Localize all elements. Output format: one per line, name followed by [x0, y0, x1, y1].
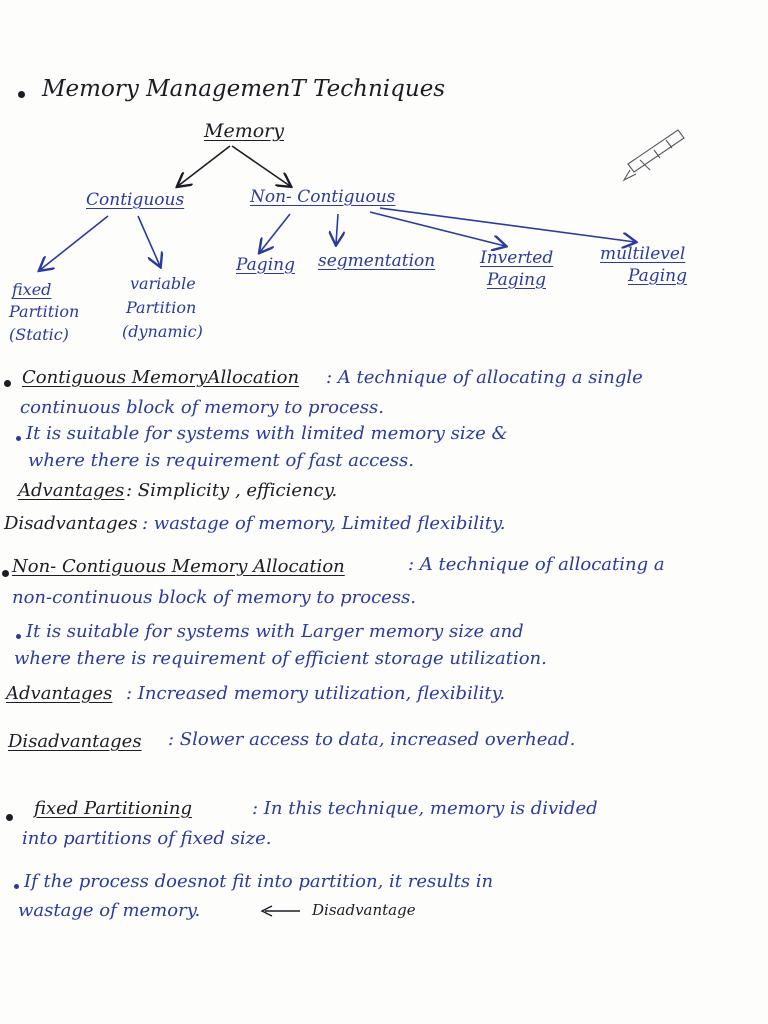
tree-node-fixed-2: Partition	[9, 302, 80, 321]
fixed-point-1: If the process doesnot fit into partitio…	[24, 871, 494, 892]
non-contiguous-advantages-text: : Increased memory utilization, flexibil…	[126, 683, 506, 704]
fixed-point-bullet	[14, 884, 19, 889]
tree-node-variable-3: (dynamic)	[122, 322, 203, 341]
fixed-point-2: wastage of memory.	[18, 900, 201, 921]
contiguous-point-bullet	[16, 436, 21, 441]
contiguous-advantages-text: : Simplicity , efficiency.	[126, 480, 338, 501]
fixed-definition-2: into partitions of fixed size.	[22, 828, 272, 849]
contiguous-heading: Contiguous MemoryAllocation	[22, 367, 300, 388]
page-title: Memory ManagemenT Techniques	[42, 76, 446, 102]
tree-node-multilevel-1: multilevel	[600, 244, 686, 264]
tree-node-non-contiguous: Non- Contiguous	[250, 187, 396, 207]
contiguous-definition-1: : A technique of allocating a single	[326, 367, 643, 388]
tree-node-paging: Paging	[236, 255, 295, 275]
contiguous-disadvantages-label: Disadvantages	[4, 513, 138, 534]
contiguous-definition-2: continuous block of memory to process.	[20, 397, 384, 418]
non-contiguous-point-bullet	[16, 634, 21, 639]
contiguous-bullet	[4, 380, 11, 387]
non-contiguous-heading: Non- Contiguous Memory Allocation	[12, 556, 345, 577]
non-contiguous-definition-2: non-continuous block of memory to proces…	[12, 587, 417, 608]
non-contiguous-disadvantages-label: Disadvantages	[8, 731, 142, 752]
arrow-contig-variable	[137, 215, 160, 266]
tree-node-multilevel-2: Paging	[628, 266, 687, 286]
arrow-noncontig-inverted	[369, 211, 505, 246]
tree-node-inverted-2: Paging	[487, 270, 546, 290]
tree-root-memory: Memory	[204, 120, 284, 142]
arrow-memory-noncontiguous	[231, 145, 290, 186]
fixed-side-note: Disadvantage	[312, 901, 416, 919]
arrow-noncontig-multilevel	[379, 207, 635, 242]
arrow-noncontig-segmentation	[336, 213, 338, 244]
title-bullet	[18, 91, 25, 98]
tree-node-contiguous: Contiguous	[86, 190, 185, 210]
arrow-contig-fixed	[40, 215, 109, 270]
non-contiguous-advantages-label: Advantages	[6, 683, 113, 704]
tree-node-variable-1: variable	[130, 274, 196, 293]
arrow-memory-contiguous	[178, 145, 231, 186]
tree-node-fixed-3: (Static)	[9, 325, 69, 344]
tree-node-fixed-1: fixed	[12, 280, 52, 299]
non-contiguous-bullet	[2, 570, 9, 577]
fixed-heading: fixed Partitioning	[34, 798, 192, 819]
contiguous-disadvantages-text: : wastage of memory, Limited flexibility…	[142, 513, 506, 534]
arrow-noncontig-paging	[260, 213, 291, 252]
contiguous-advantages-label: Advantages	[18, 480, 125, 501]
pen-doodle-icon	[622, 129, 685, 182]
tree-node-variable-2: Partition	[126, 298, 197, 317]
non-contiguous-point-1: It is suitable for systems with Larger m…	[26, 621, 524, 642]
tree-node-segmentation: segmentation	[318, 251, 436, 271]
fixed-definition-1: : In this technique, memory is divided	[252, 798, 598, 819]
contiguous-point-1: It is suitable for systems with limited …	[26, 423, 508, 444]
non-contiguous-definition-1: : A technique of allocating a	[408, 554, 665, 575]
non-contiguous-point-2: where there is requirement of efficient …	[14, 648, 547, 669]
non-contiguous-disadvantages-text: : Slower access to data, increased overh…	[168, 729, 576, 750]
tree-node-inverted-1: Inverted	[480, 248, 554, 268]
fixed-bullet	[6, 814, 13, 821]
contiguous-point-2: where there is requirement of fast acces…	[28, 450, 415, 471]
